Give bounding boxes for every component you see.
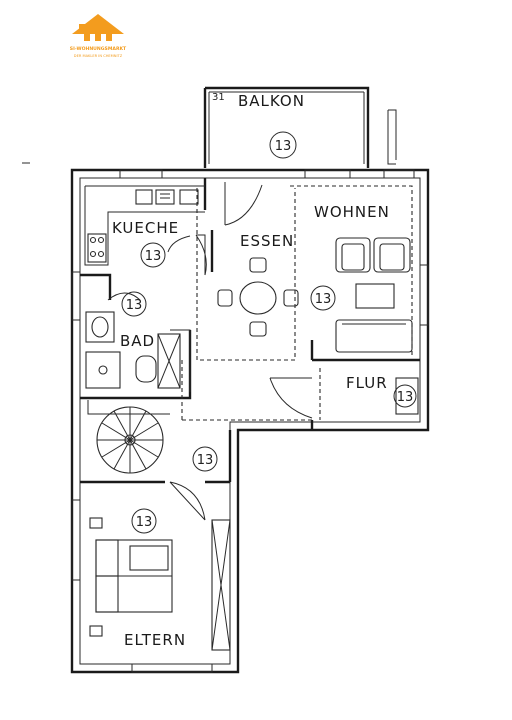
room-eltern: 13 ELTERN	[89, 508, 231, 651]
internal-walls	[80, 178, 420, 484]
height-balkon: 13	[275, 139, 292, 154]
room-flur: FLUR 13	[181, 360, 419, 421]
height-marker	[140, 242, 166, 268]
room-label-kueche: KUECHE	[112, 219, 179, 237]
logo-tagline: DER MAKLER IN CHEMNITZ	[74, 54, 123, 58]
room-diele: 13	[87, 400, 218, 474]
height-diele: 13	[197, 453, 214, 468]
room-balkon: 31 BALKON 13	[203, 86, 370, 168]
height-marker	[121, 291, 147, 317]
height-kueche: 13	[145, 249, 162, 264]
height-essen: 13	[315, 292, 332, 307]
room-label-balkon: BALKON	[238, 92, 305, 110]
height-marker	[131, 508, 157, 534]
room-label-essen: ESSEN	[240, 232, 294, 250]
corner-mark: 31	[212, 92, 225, 103]
height-marker	[192, 446, 218, 472]
room-bad: 13 BAD	[85, 291, 181, 389]
height-marker	[269, 131, 297, 159]
logo-chimney-icon	[79, 24, 88, 34]
company-logo: SI-WOHNUNGSMARKT DER MAKLER IN CHEMNITZ	[70, 14, 127, 58]
doors	[107, 182, 313, 521]
room-label-wohnen: WOHNEN	[314, 203, 390, 221]
room-label-flur: FLUR	[346, 374, 388, 392]
height-flur: 13	[397, 390, 414, 405]
logo-name: SI-WOHNUNGSMARKT	[70, 46, 127, 52]
room-wohnen: WOHNEN	[290, 185, 413, 356]
room-label-eltern: ELTERN	[124, 631, 186, 649]
outer-walls	[70, 168, 430, 674]
room-label-bad: BAD	[120, 332, 155, 350]
height-eltern: 13	[136, 515, 153, 530]
height-marker	[310, 285, 336, 311]
height-bad: 13	[126, 298, 143, 313]
room-kueche: KUECHE 13	[87, 189, 199, 268]
height-marker	[393, 384, 417, 408]
room-essen: ESSEN 13	[196, 188, 336, 361]
